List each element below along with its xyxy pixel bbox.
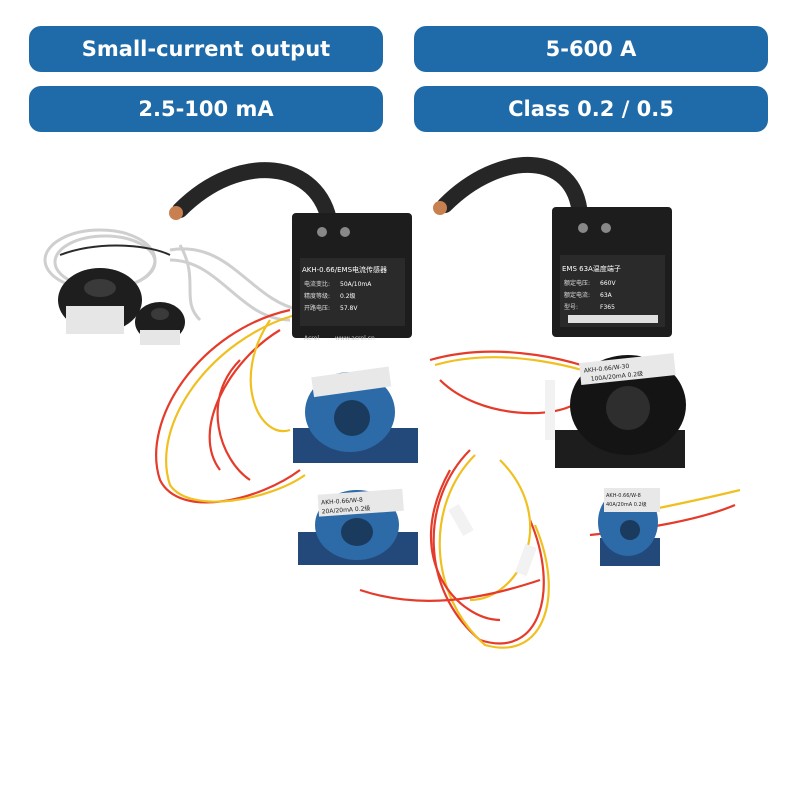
badge-range-amps: 5-600 A	[414, 26, 768, 72]
ct-right-small-rating: 40A/20mA 0.2级	[606, 501, 647, 508]
right-box-type-label: 型号:	[564, 303, 578, 311]
left-box-voltage-label: 开路电压:	[304, 304, 330, 312]
left-box-ratio-label: 电流变比:	[304, 280, 330, 288]
left-box-brand: Acrel	[304, 335, 319, 342]
badge-text: Class 0.2 / 0.5	[508, 97, 674, 121]
badge-small-current-output: Small-current output	[29, 26, 383, 72]
left-box-class-label: 精度等级:	[304, 292, 330, 300]
right-box-voltage-text: 660V	[600, 280, 616, 287]
ct-mid-rating: 20A/20mA 0.2级	[321, 504, 370, 515]
right-box-voltage-label: 额定电压:	[564, 279, 590, 287]
right-box-current-label: 额定电流:	[564, 291, 590, 299]
right-box-model-text: EMS 63A温度端子	[562, 264, 621, 273]
badge-range-milliamps: 2.5-100 mA	[29, 86, 383, 132]
right-box-current-text: 63A	[600, 292, 613, 299]
left-box-voltage-text: 57.8V	[340, 305, 358, 312]
badge-accuracy-class: Class 0.2 / 0.5	[414, 86, 768, 132]
product-photo: AKH-0.66/EMS电流传感器 电流变比: 50A/10mA 精度等级: 0…	[43, 156, 741, 649]
ct-black-label: AKH-0.66/W-30	[584, 363, 630, 375]
badge-text: 2.5-100 mA	[138, 97, 274, 121]
left-box-class-text: 0.2级	[340, 292, 356, 300]
left-box-model-text: AKH-0.66/EMS电流传感器	[302, 265, 387, 274]
right-box-type-text: F365	[600, 304, 615, 311]
badge-text: Small-current output	[81, 37, 331, 61]
badge-text: 5-600 A	[545, 37, 637, 61]
left-box-website: www.acrel.cn	[335, 335, 375, 342]
left-box-ratio-text: 50A/10mA	[340, 281, 372, 288]
ct-right-small-label: AKH-0.66/W-8	[606, 493, 641, 499]
ct-mid-label: AKH-0.66/W-8	[321, 497, 363, 507]
